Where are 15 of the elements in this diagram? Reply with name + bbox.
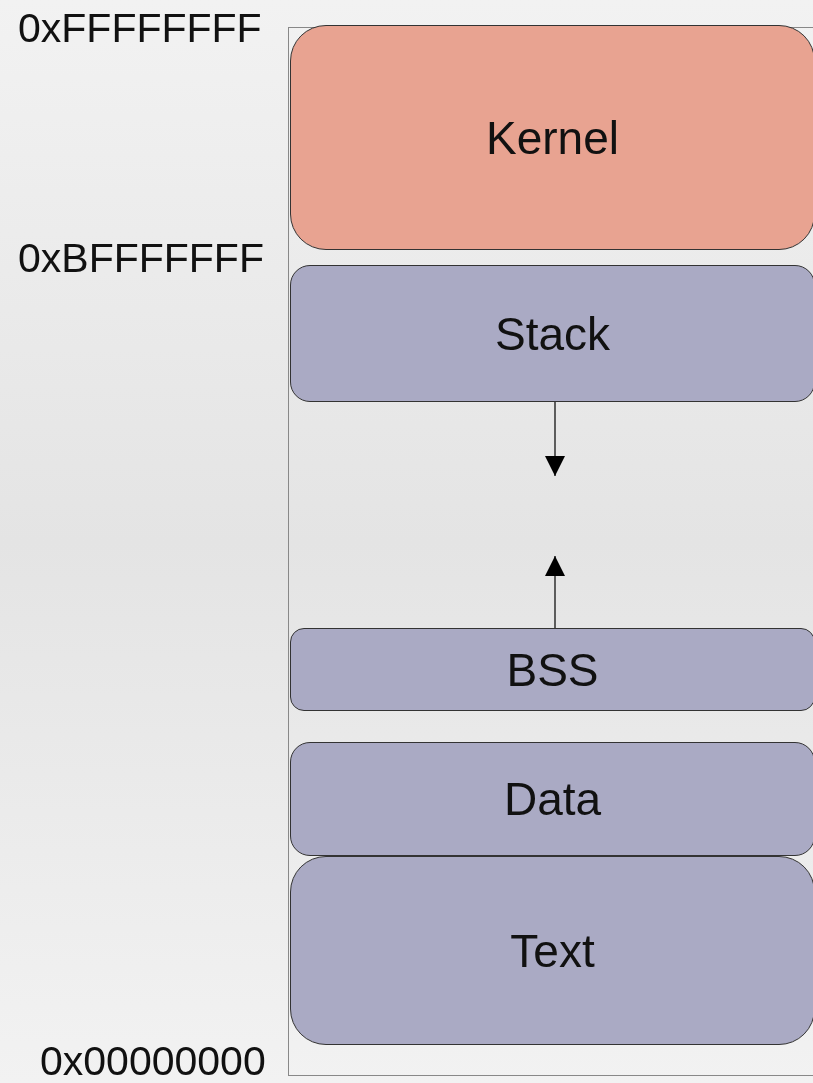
segment-label: BSS xyxy=(506,642,599,697)
arrow xyxy=(545,555,565,629)
segment-label: Stack xyxy=(494,306,610,361)
address-label: 0xBFFFFFFF xyxy=(18,238,264,279)
address-label: 0xFFFFFFFF xyxy=(18,8,262,49)
address-label: 0x00000000 xyxy=(40,1041,266,1082)
memory-segment-box xyxy=(290,628,813,711)
segment-label: Kernel xyxy=(486,110,619,165)
segment-label: Data xyxy=(503,772,602,826)
segment-label: Text xyxy=(510,923,595,978)
arrow xyxy=(545,401,565,477)
memory-segment-box xyxy=(290,265,813,402)
memory-segment-box xyxy=(290,742,813,856)
memory-segment-box xyxy=(290,25,813,250)
memory-segment-box xyxy=(290,856,813,1045)
